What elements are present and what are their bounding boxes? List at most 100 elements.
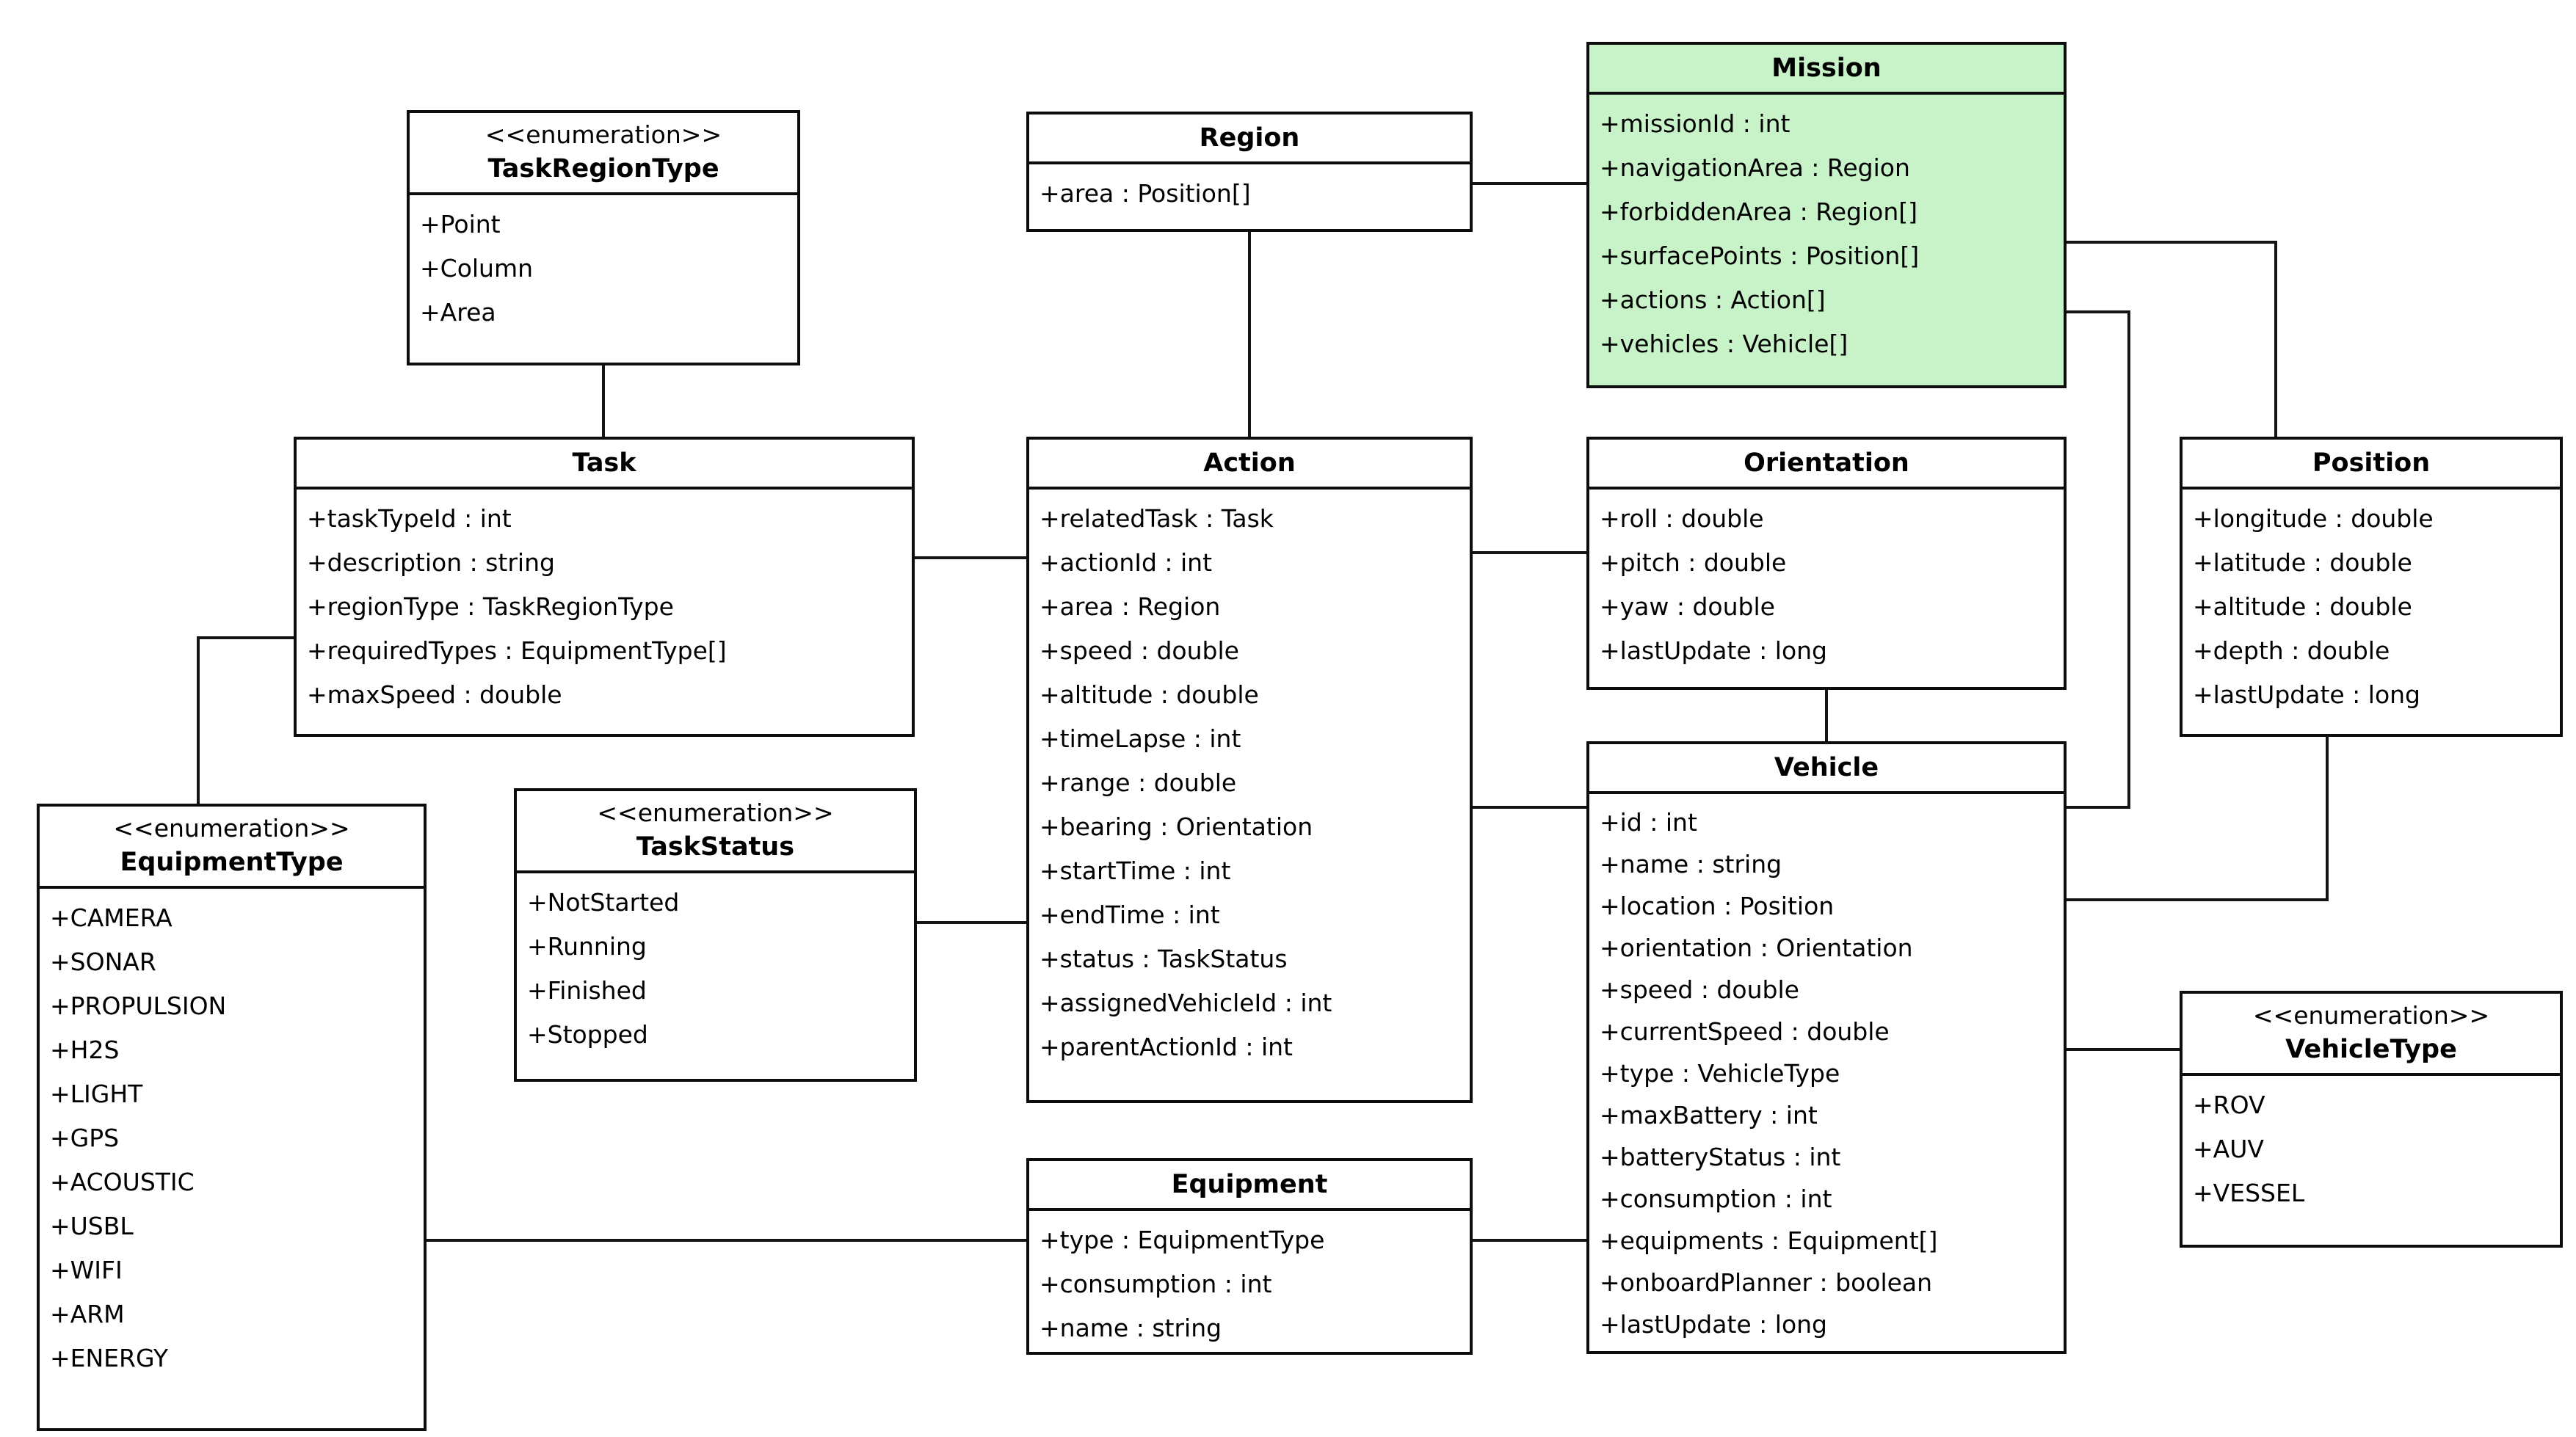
- class-header: <<enumeration>> TaskStatus: [517, 791, 914, 873]
- attribute: +consumption : int: [1040, 1270, 1272, 1298]
- attribute: +currentSpeed : double: [1600, 1017, 1890, 1046]
- attribute: +requiredTypes : EquipmentType[]: [307, 636, 727, 665]
- class-name: VehicleType: [2285, 1035, 2457, 1064]
- attribute: +timeLapse : int: [1040, 724, 1241, 753]
- attribute: +forbiddenArea : Region[]: [1600, 197, 1918, 226]
- attribute: +WIFI: [50, 1256, 123, 1284]
- attribute: +name : string: [1040, 1314, 1222, 1342]
- class-box-taskstatus: <<enumeration>> TaskStatus +NotStarted +R…: [514, 788, 917, 1082]
- connector-task-equipmenttype-v: [197, 636, 200, 807]
- attribute-list: +roll : double+pitch : double+yaw : doub…: [1589, 490, 2064, 673]
- connector-mission-vehicle-v: [2127, 310, 2130, 809]
- attribute: +USBL: [50, 1212, 134, 1240]
- attribute: +Running: [527, 932, 647, 961]
- class-name: Equipment: [1171, 1170, 1328, 1199]
- attribute-list: +area : Position[]: [1029, 164, 1470, 216]
- class-header: Task: [297, 440, 912, 490]
- attribute: +LIGHT: [50, 1080, 143, 1108]
- connector-mission-position-v: [2274, 241, 2277, 440]
- connector-vehicle-vehicletype: [2067, 1048, 2180, 1051]
- class-header: Orientation: [1589, 440, 2064, 490]
- attribute-list: +ROV +AUV +VESSEL: [2183, 1076, 2560, 1215]
- class-box-equipment: Equipment +type : EquipmentType+consumpt…: [1026, 1158, 1473, 1355]
- attribute: +vehicles : Vehicle[]: [1600, 330, 1848, 358]
- attribute: +assignedVehicleId : int: [1040, 989, 1332, 1017]
- class-header: Position: [2183, 440, 2560, 490]
- stereotype-label: <<enumeration>>: [485, 120, 722, 149]
- class-box-equipmenttype: <<enumeration>> EquipmentType +CAMERA+SO…: [37, 804, 427, 1431]
- class-name: Vehicle: [1774, 753, 1879, 782]
- attribute: +actions : Action[]: [1600, 285, 1826, 314]
- class-name: Action: [1203, 448, 1296, 478]
- attribute: +consumption : int: [1600, 1185, 1832, 1213]
- attribute: +surfacePoints : Position[]: [1600, 241, 1920, 270]
- attribute: +VESSEL: [2193, 1179, 2305, 1207]
- attribute: +altitude : double: [1040, 680, 1259, 709]
- attribute-list: +taskTypeId : int+description : string+r…: [297, 490, 912, 717]
- connector-equipment-vehicle: [1473, 1239, 1586, 1242]
- attribute: +startTime : int: [1040, 856, 1231, 885]
- attribute: +Column: [420, 254, 534, 283]
- stereotype-label: <<enumeration>>: [2252, 1001, 2490, 1030]
- class-header: <<enumeration>> TaskRegionType: [410, 113, 797, 195]
- attribute-list: +relatedTask : Task+actionId : int+area …: [1029, 490, 1470, 1069]
- class-name: TaskStatus: [636, 832, 795, 862]
- attribute: +Stopped: [527, 1020, 648, 1049]
- attribute-list: +type : EquipmentType+consumption : int+…: [1029, 1211, 1470, 1350]
- attribute: +Area: [420, 298, 496, 327]
- attribute: +ARM: [50, 1300, 125, 1328]
- attribute: +Finished: [527, 976, 647, 1005]
- attribute: +maxBattery : int: [1600, 1101, 1818, 1129]
- class-name: Mission: [1771, 54, 1882, 83]
- attribute: +relatedTask : Task: [1040, 504, 1274, 533]
- attribute: +actionId : int: [1040, 548, 1213, 577]
- attribute: +ACOUSTIC: [50, 1168, 195, 1196]
- class-header: <<enumeration>> VehicleType: [2183, 994, 2560, 1076]
- attribute: +yaw : double: [1600, 592, 1775, 621]
- attribute-list: +longitude : double+latitude : double+al…: [2183, 490, 2560, 717]
- attribute: +ENERGY: [50, 1344, 169, 1372]
- class-box-orientation: Orientation +roll : double+pitch : doubl…: [1586, 437, 2067, 690]
- connector-vehicle-position-h: [2067, 898, 2327, 901]
- attribute: +type : VehicleType: [1600, 1059, 1840, 1088]
- attribute: +CAMERA: [50, 903, 173, 932]
- connector-region-action: [1248, 232, 1251, 437]
- attribute: +range : double: [1040, 768, 1237, 797]
- attribute: +lastUpdate : long: [1600, 636, 1828, 665]
- attribute: +missionId : int: [1600, 109, 1790, 138]
- class-name: Orientation: [1744, 448, 1909, 478]
- attribute: +depth : double: [2193, 636, 2390, 665]
- attribute: +id : int: [1600, 808, 1697, 837]
- attribute: +parentActionId : int: [1040, 1033, 1293, 1061]
- class-header: Region: [1029, 114, 1470, 164]
- connector-orientation-vehicle: [1825, 690, 1828, 741]
- connector-task-equipmenttype-h: [198, 636, 295, 639]
- attribute: +batteryStatus : int: [1600, 1143, 1841, 1171]
- attribute: +status : TaskStatus: [1040, 945, 1288, 973]
- class-box-region: Region +area : Position[]: [1026, 112, 1473, 232]
- connector-action-vehicle: [1473, 806, 1586, 809]
- attribute: +onboardPlanner : boolean: [1600, 1268, 1933, 1297]
- attribute: +AUV: [2193, 1135, 2264, 1163]
- attribute: +name : string: [1600, 850, 1782, 878]
- attribute: +description : string: [307, 548, 555, 577]
- attribute-list: +CAMERA+SONAR+PROPULSION+H2S+LIGHT+GPS+A…: [40, 889, 424, 1380]
- attribute: +endTime : int: [1040, 901, 1220, 929]
- attribute: +pitch : double: [1600, 548, 1787, 577]
- connector-action-orientation: [1473, 551, 1586, 554]
- connector-mission-vehicle-h1: [2067, 310, 2130, 313]
- attribute-list: +id : int +name : string +location : Posit…: [1589, 794, 2064, 1345]
- attribute: +longitude : double: [2193, 504, 2434, 533]
- attribute: +lastUpdate : long: [2193, 680, 2421, 709]
- attribute: +maxSpeed : double: [307, 680, 562, 709]
- attribute: +area : Position[]: [1040, 179, 1251, 208]
- stereotype-label: <<enumeration>>: [113, 814, 350, 843]
- class-header: Mission: [1589, 45, 2064, 95]
- connector-equipmenttype-equipment: [427, 1239, 1026, 1242]
- attribute-list: +missionId : int+navigationArea : Region…: [1589, 95, 2064, 366]
- attribute: +GPS: [50, 1124, 120, 1152]
- attribute: +location : Position: [1600, 892, 1835, 920]
- attribute: +NotStarted: [527, 888, 680, 917]
- class-name: EquipmentType: [120, 848, 344, 877]
- attribute: +ROV: [2193, 1091, 2265, 1119]
